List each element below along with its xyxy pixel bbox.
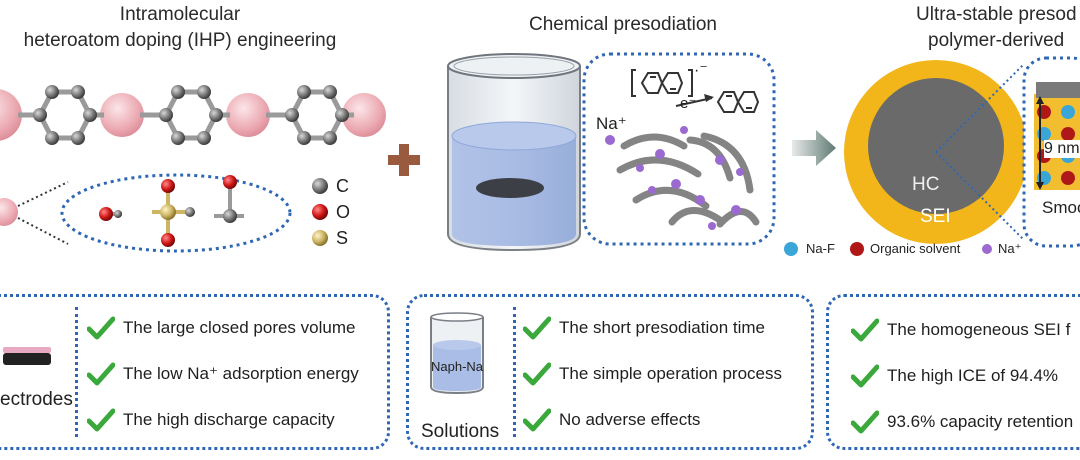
benefit-text: The high ICE of 94.4% [887, 366, 1059, 385]
electrodes-label: ectrodes [0, 389, 73, 410]
heteroatom-sphere [0, 89, 22, 141]
heteroatom-sphere [226, 93, 270, 137]
benefit-text: No adverse effects [559, 410, 701, 429]
panel-divider [75, 307, 78, 437]
check-icon [87, 316, 115, 340]
panel-divider [513, 307, 516, 437]
legend-organic-solvent: Organic solvent [870, 241, 961, 256]
hc-sei-particle [844, 56, 1080, 248]
solutions-label: Solutions [421, 421, 500, 442]
benefit-row: The high ICE of 94.4% [851, 361, 1058, 391]
check-icon [851, 364, 879, 388]
sulfonyl-group [152, 179, 195, 247]
benefit-row: The simple operation process [523, 359, 782, 389]
hc-core-label: HC [912, 174, 940, 195]
benefit-text: The short presodiation time [559, 318, 765, 337]
sei-shell-label: SEI [920, 206, 951, 227]
legend-na-ion: Na⁺ [998, 241, 1022, 256]
benefit-row: The low Na⁺ adsorption energy [87, 359, 359, 389]
heteroatom-sphere [342, 93, 386, 137]
process-arrow-icon [792, 130, 836, 166]
ihp-title-line2: heteroatom doping (IHP) engineering [23, 30, 337, 51]
atom-legend-c: C [336, 176, 349, 196]
carbon-legend-ball [312, 178, 328, 194]
na-ion-dot-icon [982, 244, 992, 254]
ultra-title-line2: polymer-derived [928, 30, 1065, 51]
check-icon [851, 410, 879, 434]
na-ion-label: Na⁺ [596, 114, 627, 133]
heteroatom-sphere [100, 93, 144, 137]
plus-icon [388, 144, 420, 176]
check-icon [87, 408, 115, 432]
polymer-chain-illustration [0, 85, 386, 253]
benefit-row: The large closed pores volume [87, 313, 355, 343]
benefit-row: The short presodiation time [523, 313, 765, 343]
ihp-title-line1: Intramolecular [119, 4, 241, 25]
legend-na-f: Na-F [806, 241, 835, 256]
benefit-text: The simple operation process [559, 364, 783, 383]
benefit-row: The high discharge capacity [87, 405, 335, 435]
dopant-zoom-ellipse [60, 173, 292, 253]
benefit-text: The large closed pores volume [123, 318, 356, 337]
species-legend: Na-F Organic solvent Na⁺ [784, 238, 1080, 258]
anion-charge-label: ·⁻ [694, 62, 708, 79]
ultra-title-line1: Ultra-stable presod [916, 4, 1077, 25]
stability-benefits-panel: The homogeneous SEI f The high ICE of 94… [826, 294, 1080, 450]
electron-label: e⁻ [680, 95, 697, 112]
sulfur-legend-ball [312, 230, 328, 246]
benefit-row: The homogeneous SEI f [851, 315, 1070, 345]
sei-thickness-label: 9 nm [1044, 140, 1080, 158]
ultra-stable-title: Ultra-stable presod polymer-derived [900, 2, 1080, 54]
solution-beaker-icon [430, 312, 484, 395]
benefit-text: 93.6% capacity retention [887, 412, 1074, 431]
benefit-text: The high discharge capacity [123, 410, 335, 429]
benzene-ring [163, 89, 219, 141]
benzene-ring [289, 89, 345, 141]
check-icon [523, 408, 551, 432]
smooth-label: Smoo [1042, 198, 1080, 217]
naph-na-beaker-illustration [447, 53, 581, 252]
benefit-row: No adverse effects [523, 405, 700, 435]
presodiation-zoom-panel [582, 52, 776, 246]
carbonyl-group [214, 175, 244, 223]
naph-na-label: Naph-Na [431, 359, 484, 374]
check-icon [851, 318, 879, 342]
ihp-title: Intramolecular heteroatom doping (IHP) e… [0, 2, 360, 54]
oxygen-legend-ball [312, 204, 328, 220]
organic-solvent-dot-icon [850, 242, 864, 256]
atom-legend-o: O [336, 202, 351, 222]
atom-legend-s: S [336, 228, 349, 248]
chem-presodiation-title: Chemical presodiation [529, 14, 717, 35]
na-f-dot-icon [784, 242, 798, 256]
benefit-text: The homogeneous SEI f [887, 320, 1071, 339]
benzene-ring [37, 89, 93, 141]
heteroatom-sphere-zoom [0, 198, 18, 226]
check-icon [523, 316, 551, 340]
presodiation-benefits-panel: Naph-Na Solutions The short presodiation… [406, 294, 814, 450]
electrode-icon [3, 353, 51, 365]
benefit-text: The low Na⁺ adsorption energy [123, 364, 359, 383]
check-icon [87, 362, 115, 386]
benefit-row: 93.6% capacity retention [851, 407, 1073, 437]
check-icon [523, 362, 551, 386]
ihp-benefits-panel: ectrodes The large closed pores volume T… [0, 294, 390, 450]
